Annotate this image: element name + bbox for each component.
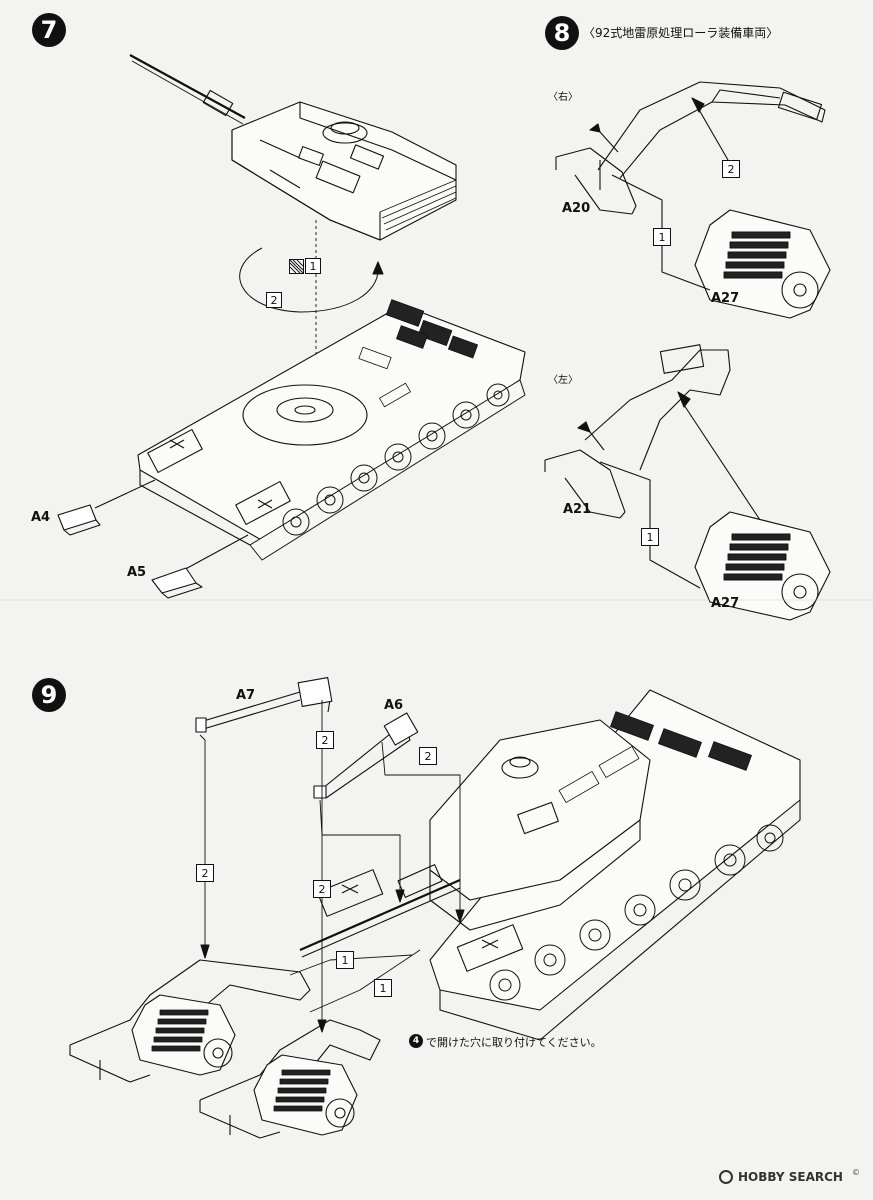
step-8-left-label: 〈左〉 (548, 375, 578, 386)
hobby-search-logo-icon (719, 1170, 733, 1184)
watermark-brand: HOBBY SEARCH (738, 1170, 843, 1184)
order-number: 1 (336, 951, 354, 969)
part-a4-label: A4 (31, 510, 51, 525)
rotation-arrow (239, 220, 384, 420)
step-4-reference-badge: 4 (409, 1034, 423, 1048)
order-number: 2 (313, 880, 331, 898)
turret-drawing (129, 54, 457, 241)
note-text: で開けた穴に取り付けてください。 (426, 1036, 602, 1049)
s9-roller-left (69, 959, 311, 1083)
order-number: 2 (266, 292, 282, 308)
watermark-copyright: © (852, 1168, 860, 1177)
part-a5-label: A5 (127, 565, 147, 580)
hull-drawing (137, 299, 526, 561)
order-number: 2 (316, 731, 334, 749)
order-number: 2 (722, 160, 740, 178)
step-8-right-label: 〈右〉 (548, 92, 578, 103)
step-8-number: 8 (545, 16, 579, 50)
part-a6-label: A6 (384, 698, 404, 713)
part-a7-label: A7 (236, 688, 256, 703)
order-number: 2 (196, 864, 214, 882)
no-glue-icon (289, 259, 304, 274)
tank-drawing (299, 689, 801, 1041)
roller-left (544, 344, 831, 621)
part-a21-label: A21 (563, 502, 592, 517)
a6-arm (313, 712, 419, 799)
part-a20-label: A20 (562, 201, 591, 216)
s9-roller-right (199, 1019, 381, 1139)
a7-arm (195, 677, 333, 959)
step-9-number: 9 (32, 678, 66, 712)
order-number: 1 (653, 228, 671, 246)
step-7-number: 7 (32, 13, 66, 47)
order-number: 1 (374, 979, 392, 997)
order-number: 1 (305, 258, 321, 274)
roller-right (555, 81, 831, 319)
order-number: 2 (419, 747, 437, 765)
part-a27-top-label: A27 (711, 291, 740, 306)
step-8-title: 〈92式地雷原処理ローラ装備車両〉 (583, 26, 779, 40)
part-a27-bottom-label: A27 (711, 596, 740, 611)
order-number: 1 (641, 528, 659, 546)
